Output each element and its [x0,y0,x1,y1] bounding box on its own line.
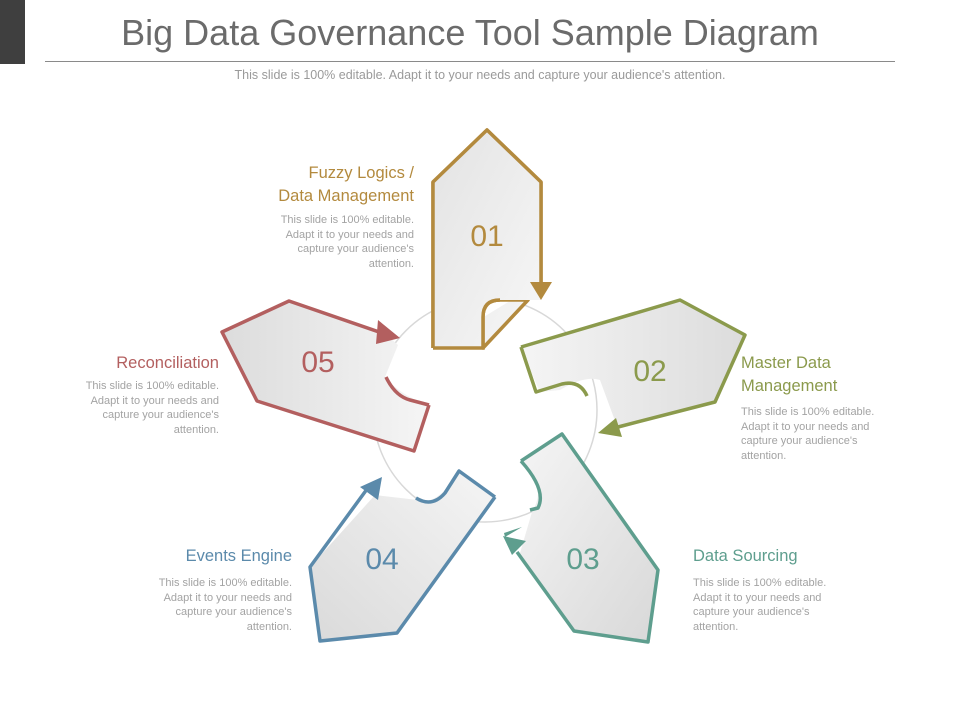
step-03-number: 03 [566,543,599,576]
step-04-desc-line: Adapt it to your needs and [163,591,292,604]
step-05-desc-line: Adapt it to your needs and [90,394,219,407]
step-01-desc-line: capture your audience's [297,243,414,255]
step-04-arrowhead [360,477,382,500]
step-05-number: 05 [301,346,334,379]
slide-subtitle: This slide is 100% editable. Adapt it to… [234,68,726,82]
step-05-description: This slide is 100% editable. Adapt it to… [19,379,219,437]
step-04-label: Events Engine [92,545,292,568]
step-02-arrowhead [598,418,622,437]
step-02-label-line2: Management [741,377,838,395]
step-02-desc-line: attention. [741,449,787,462]
step-05-label-line1: Reconciliation [116,354,219,372]
step-01-arrowhead [530,282,552,300]
slide-title: Big Data Governance Tool Sample Diagram [121,12,819,53]
step-03-label-line1: Data Sourcing [693,547,798,565]
step-02-desc-line: capture your audience's [741,435,858,447]
step-02-piece [519,298,747,437]
step-04-desc-line: This slide is 100% editable. [158,577,292,589]
step-03-desc-line: This slide is 100% editable. [693,577,827,589]
step-02-label: Master Data Management [741,352,941,398]
step-02-number: 02 [633,355,666,388]
step-03-arrowhead [503,536,526,555]
step-04-desc-line: attention. [246,620,292,633]
corner-accent-block [0,0,25,64]
step-03-desc-line: capture your audience's [693,606,810,618]
step-05-desc-line: capture your audience's [102,409,219,421]
step-04-desc-line: capture your audience's [175,606,292,618]
step-03-desc-line: Adapt it to your needs and [693,591,822,604]
step-01-desc-line: attention. [368,257,414,270]
step-01-piece [431,128,552,350]
step-01-label-line2: Data Management [278,187,414,205]
step-04-number: 04 [365,543,398,576]
step-04-piece [308,469,497,643]
step-05-desc-line: attention. [173,423,219,436]
step-03-piece [503,432,660,644]
step-02-label-line1: Master Data [741,354,831,372]
title-divider [45,61,895,62]
step-05-label: Reconciliation [19,352,219,375]
step-03-description: This slide is 100% editable. Adapt it to… [693,576,893,634]
step-05-desc-line: This slide is 100% editable. [85,380,219,392]
step-01-number: 01 [470,220,503,253]
step-01-desc-line: Adapt it to your needs and [285,228,414,241]
step-03-label: Data Sourcing [693,545,893,568]
step-01-desc-line: This slide is 100% editable. [280,214,414,226]
step-04-label-line1: Events Engine [185,547,292,565]
step-01-label: Fuzzy Logics / Data Management [214,162,414,208]
step-02-desc-line: Adapt it to your needs and [741,420,870,433]
step-01-label-line1: Fuzzy Logics / [308,164,414,182]
step-05-arrowhead [376,320,400,344]
step-02-desc-line: This slide is 100% editable. [741,406,875,418]
step-03-desc-line: attention. [693,620,739,633]
step-05-piece [220,299,431,453]
step-04-description: This slide is 100% editable. Adapt it to… [92,576,292,634]
step-02-description: This slide is 100% editable. Adapt it to… [741,405,941,463]
step-01-description: This slide is 100% editable. Adapt it to… [214,213,414,271]
